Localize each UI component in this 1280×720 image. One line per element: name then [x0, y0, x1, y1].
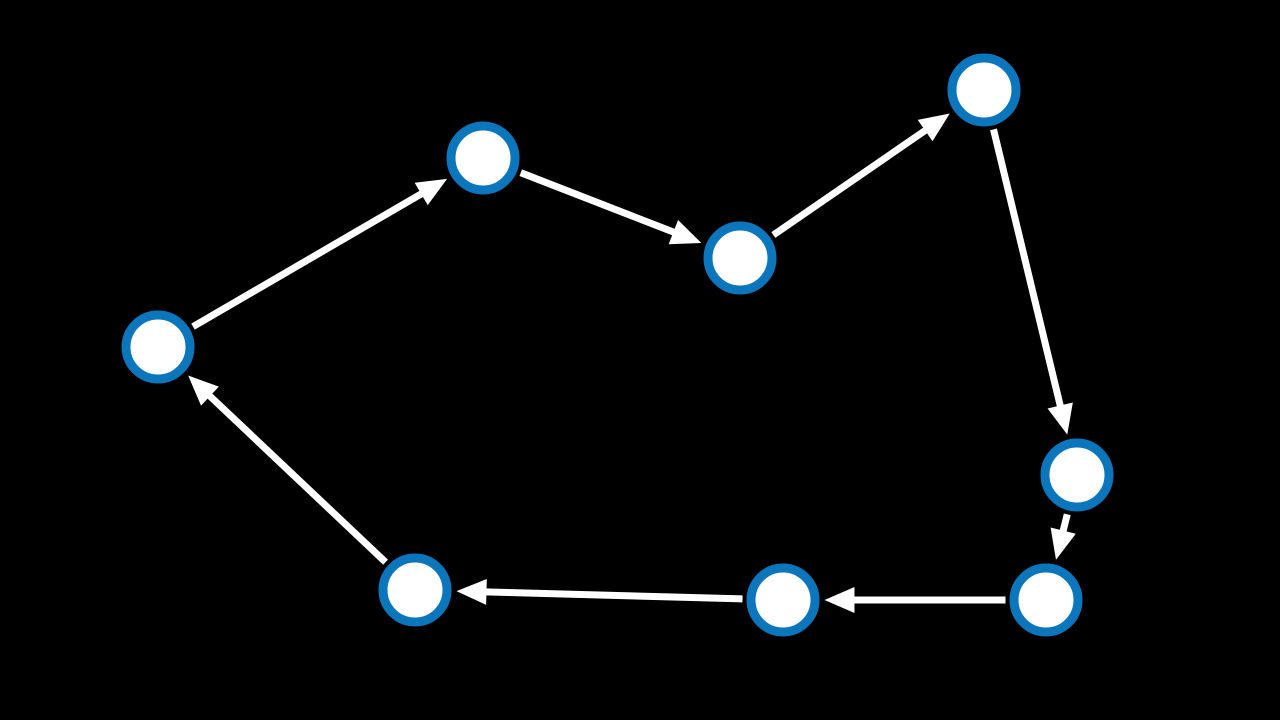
graph-edge[interactable]	[191, 178, 448, 330]
graph-node[interactable]	[746, 563, 820, 637]
edge-arrowhead-icon	[917, 113, 950, 142]
node-circle[interactable]	[1009, 563, 1083, 637]
edge-arrowhead-icon	[414, 178, 448, 206]
edge-arrowhead-icon	[188, 375, 219, 406]
node-circle[interactable]	[378, 553, 452, 627]
graph-node[interactable]	[446, 121, 520, 195]
node-layer	[121, 53, 1114, 637]
graph-edge[interactable]	[990, 128, 1073, 435]
node-circle[interactable]	[746, 563, 820, 637]
edge-line	[771, 126, 929, 238]
graph-node[interactable]	[1009, 563, 1083, 637]
graph-node[interactable]	[121, 310, 195, 384]
node-circle[interactable]	[446, 121, 520, 195]
node-circle[interactable]	[947, 53, 1021, 127]
graph-edge[interactable]	[1050, 513, 1076, 560]
graph-edge[interactable]	[456, 578, 743, 605]
graph-node[interactable]	[947, 53, 1021, 127]
edge-arrowhead-icon	[456, 578, 487, 605]
edge-arrowhead-icon	[1047, 402, 1073, 435]
edge-line	[990, 128, 1065, 409]
graph-node[interactable]	[703, 221, 777, 295]
node-circle[interactable]	[703, 221, 777, 295]
graph-edge[interactable]	[519, 169, 702, 245]
edge-layer	[188, 113, 1076, 613]
graph-edge[interactable]	[188, 375, 388, 565]
edge-line	[1059, 513, 1071, 534]
node-circle[interactable]	[1040, 438, 1114, 512]
edge-arrowhead-icon	[1050, 527, 1076, 560]
edge-line	[206, 392, 388, 565]
edge-line	[519, 169, 677, 237]
edge-line	[191, 189, 425, 330]
graph-node[interactable]	[378, 553, 452, 627]
graph-node[interactable]	[1040, 438, 1114, 512]
graph-edge[interactable]	[771, 113, 950, 238]
graph-edge[interactable]	[824, 587, 1006, 613]
edge-arrowhead-icon	[668, 219, 702, 245]
edge-arrowhead-icon	[824, 587, 855, 613]
node-circle[interactable]	[121, 310, 195, 384]
edge-line	[484, 588, 743, 603]
